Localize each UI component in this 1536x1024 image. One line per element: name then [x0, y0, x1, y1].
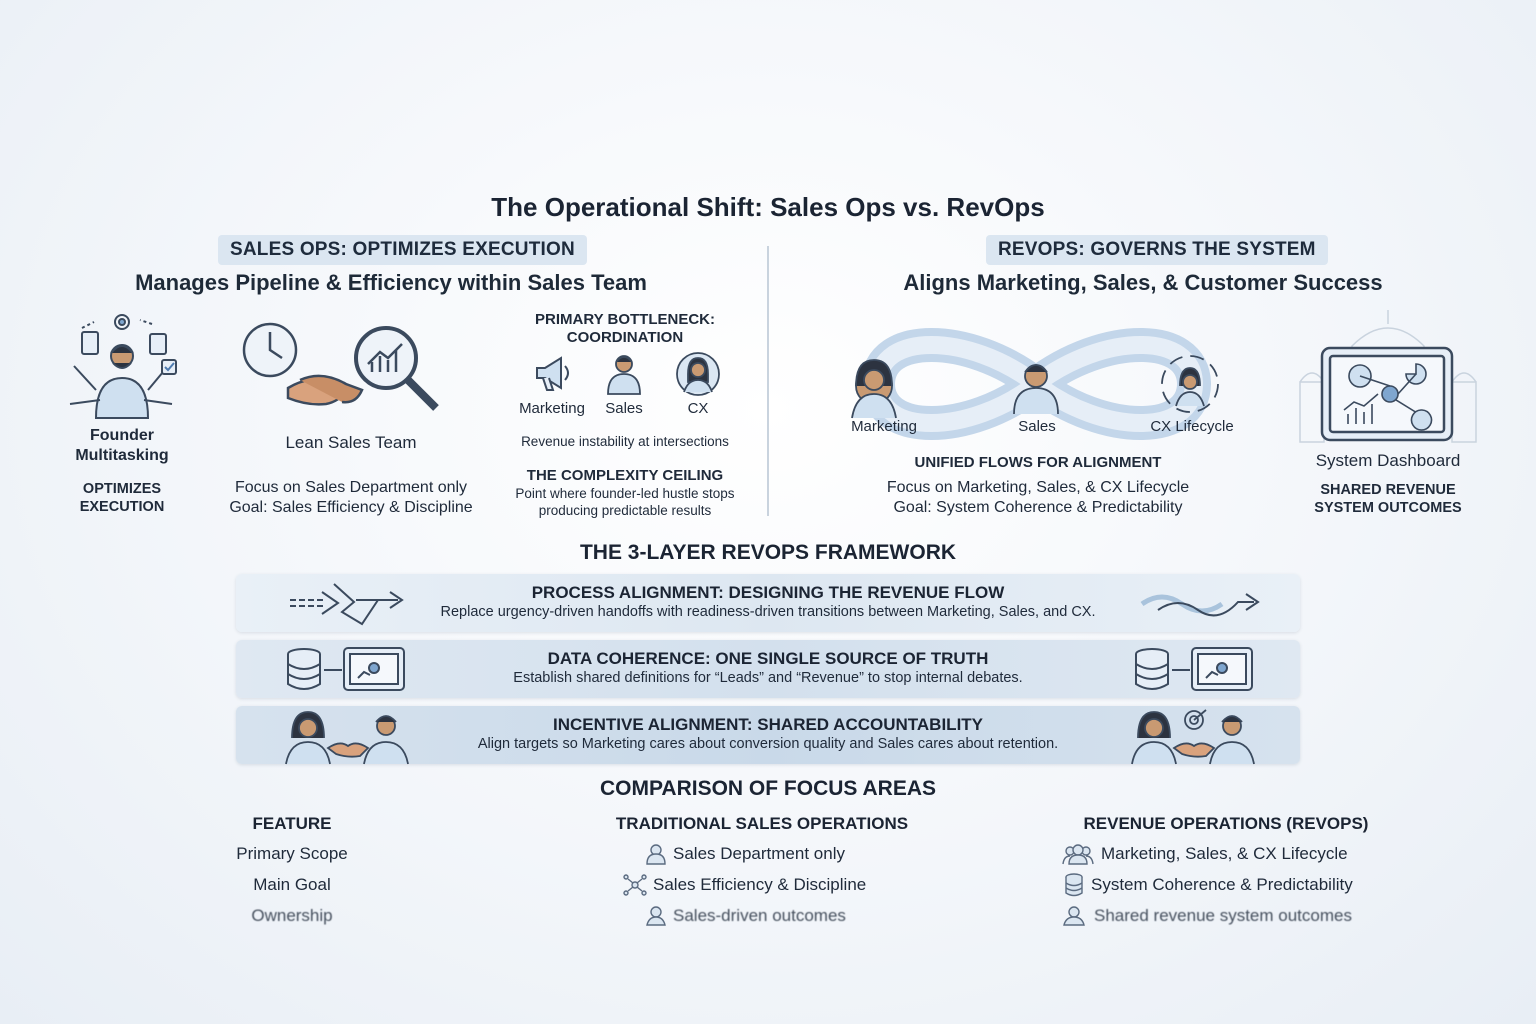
revops-pill: REVOPS: GOVERNS THE SYSTEM: [986, 235, 1328, 265]
people-target-handshake-icon: [1131, 709, 1255, 765]
complexity-ceiling-desc-2: producing predictable results: [538, 503, 712, 518]
feature-primary-scope: Primary Scope: [236, 844, 348, 863]
complexity-ceiling-desc-1: Point where founder-led hustle stops: [515, 486, 735, 501]
wave-arrow-icon: [1140, 593, 1260, 617]
layer-data-desc: Establish shared definitions for “Leads”…: [513, 670, 1023, 686]
group-icon: [1062, 844, 1094, 865]
page-title: The Operational Shift: Sales Ops vs. Rev…: [491, 192, 1045, 222]
column-divider: [767, 246, 769, 516]
zigzag-arrows-icon: [290, 583, 404, 626]
lean-desc-2: Goal: Sales Efficiency & Discipline: [229, 499, 473, 516]
dashboard-caption-2: SYSTEM OUTCOMES: [1314, 500, 1462, 516]
col-header-sales-ops: TRADITIONAL SALES OPERATIONS: [615, 814, 909, 833]
lean-sales-label: Lean Sales Team: [285, 433, 417, 452]
flow-item-cx-lifecycle: CX Lifecycle: [1150, 418, 1234, 435]
layer-process-title: PROCESS ALIGNMENT: DESIGNING THE REVENUE…: [531, 583, 1005, 602]
bottleneck-item-cx: CX: [687, 400, 709, 417]
founder-label-1: Founder: [90, 427, 154, 444]
flow-item-marketing: Marketing: [851, 418, 917, 435]
handshake-clock-magnifier-icon: [242, 322, 439, 411]
layer-data-title: DATA COHERENCE: ONE SINGLE SOURCE OF TRU…: [547, 649, 989, 668]
bottleneck-title-1: PRIMARY BOTTLENECK:: [535, 311, 715, 328]
unified-flows-caption: UNIFIED FLOWS FOR ALIGNMENT: [914, 454, 1162, 471]
col-header-revops: REVENUE OPERATIONS (REVOPS): [1083, 814, 1369, 833]
database-to-dashboard-icon: [287, 647, 405, 691]
revops-subtitle: Aligns Marketing, Sales, & Customer Succ…: [903, 270, 1383, 295]
lean-desc-1: Focus on Sales Department only: [234, 479, 468, 496]
sales-ops-scope: Sales Department only: [673, 844, 845, 863]
sales-ops-pill: SALES OPS: OPTIMIZES EXECUTION: [218, 235, 587, 265]
sales-person-icon: [607, 355, 641, 395]
feature-main-goal: Main Goal: [253, 875, 331, 894]
megaphone-icon: [536, 356, 569, 391]
network-nodes-icon: [623, 874, 647, 896]
infinity-flow-loop: [851, 328, 1219, 440]
bottleneck-item-sales: Sales: [605, 400, 643, 417]
founder-caption-1: OPTIMIZES: [82, 481, 162, 497]
revops-ownership: Shared revenue system outcomes: [1094, 906, 1352, 925]
founder-caption-2: EXECUTION: [79, 499, 165, 515]
layer-incentive-title: INCENTIVE ALIGNMENT: SHARED ACCOUNTABILI…: [552, 715, 984, 734]
layer-incentive-band: [236, 706, 1300, 764]
ownership-icon: [646, 906, 666, 926]
flow-item-sales: Sales: [1018, 418, 1056, 435]
shared-ownership-icon: [1063, 906, 1085, 926]
people-handshake-icon: [285, 711, 409, 765]
bottleneck-item-marketing: Marketing: [519, 400, 585, 417]
bottleneck-note: Revenue instability at intersections: [521, 434, 729, 449]
revops-goal: System Coherence & Predictability: [1091, 875, 1353, 894]
framework-title: THE 3-LAYER REVOPS FRAMEWORK: [579, 541, 957, 564]
dashboard-caption-1: SHARED REVENUE: [1320, 482, 1456, 498]
founder-multitasking-icon: [69, 314, 177, 419]
revops-scope: Marketing, Sales, & CX Lifecycle: [1101, 844, 1348, 863]
database-icon: [1065, 873, 1083, 897]
bottleneck-title-2: COORDINATION: [566, 329, 684, 346]
flow-desc-1: Focus on Marketing, Sales, & CX Lifecycl…: [886, 479, 1190, 496]
flow-desc-2: Goal: System Coherence & Predictability: [893, 499, 1183, 516]
layer-data-band: [236, 640, 1300, 698]
layer-process-desc: Replace urgency-driven handoffs with rea…: [440, 604, 1096, 620]
dashboard-label: System Dashboard: [1315, 451, 1461, 470]
database-to-dashboard-icon-right: [1135, 647, 1253, 691]
layer-process-band: [236, 574, 1300, 632]
complexity-ceiling-title: THE COMPLEXITY CEILING: [526, 467, 724, 484]
system-dashboard-icon: [1299, 310, 1477, 443]
layer-incentive-desc: Align targets so Marketing cares about c…: [477, 736, 1059, 752]
sales-ops-goal: Sales Efficiency & Discipline: [653, 875, 867, 894]
feature-ownership: Ownership: [251, 906, 333, 925]
comparison-title: COMPARISON OF FOCUS AREAS: [599, 777, 936, 800]
sales-ops-ownership: Sales-driven outcomes: [673, 906, 846, 925]
cx-person-icon: [676, 352, 720, 396]
person-icon: [646, 844, 666, 865]
col-header-feature: FEATURE: [252, 814, 332, 833]
sales-ops-subtitle: Manages Pipeline & Efficiency within Sal…: [135, 270, 647, 295]
founder-label-2: Multitasking: [75, 447, 169, 464]
